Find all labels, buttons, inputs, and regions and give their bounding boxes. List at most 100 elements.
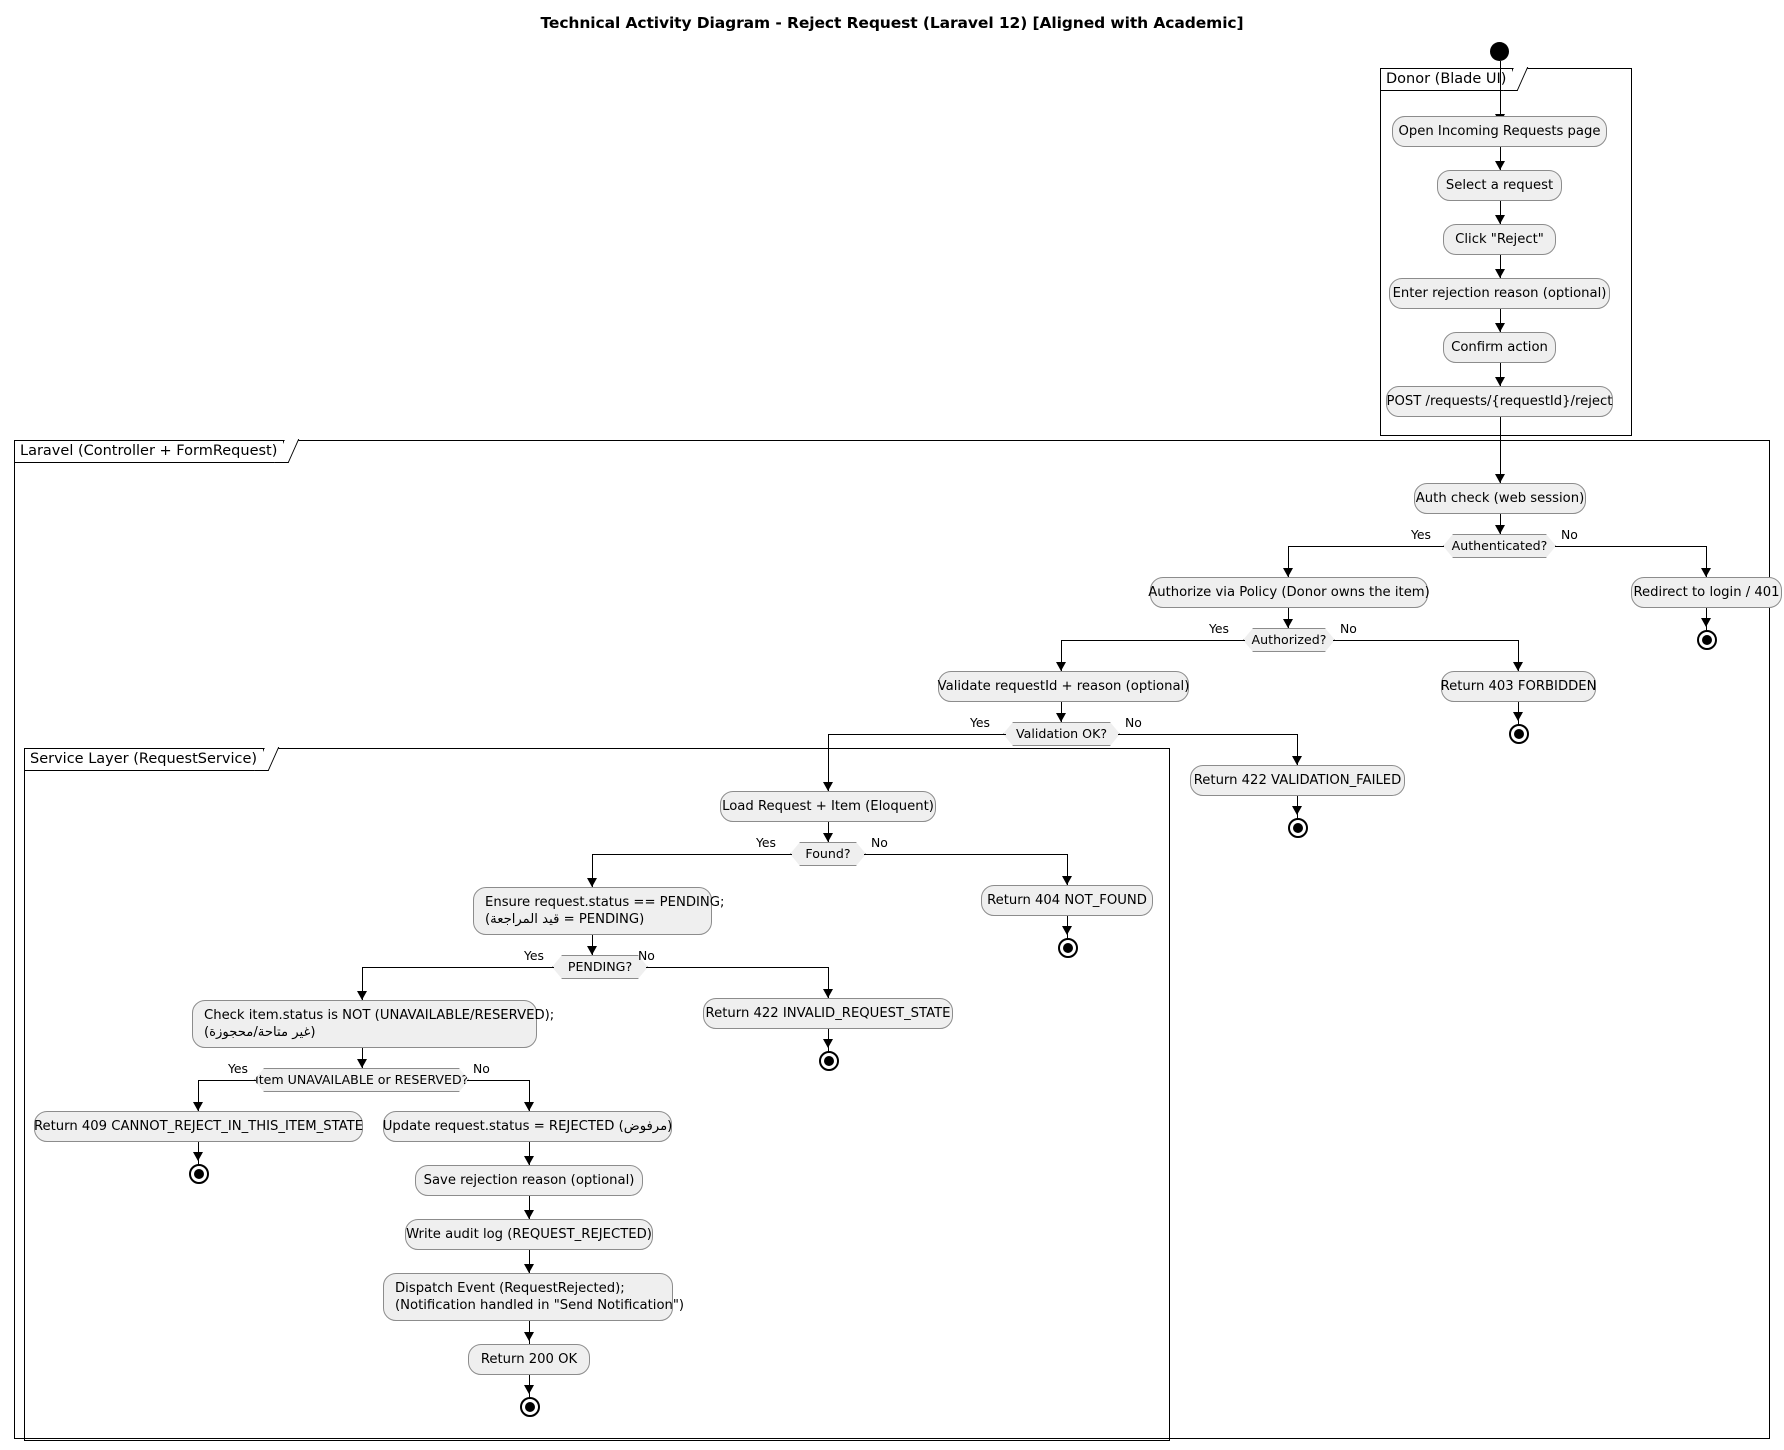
start-node (1490, 42, 1509, 61)
edge-update-to-save (529, 1142, 530, 1165)
arrow-head (1701, 618, 1711, 627)
partition-service: Service Layer (RequestService) (24, 748, 1170, 1441)
edge-label-yes: Yes (756, 835, 777, 850)
node-label: Redirect to login / 401 (1633, 585, 1780, 600)
node-return-403: Return 403 FORBIDDEN (1441, 671, 1596, 702)
edge-save-to-audit (529, 1196, 530, 1219)
edge-item-yes (198, 1080, 256, 1081)
node-click-reject: Click "Reject" (1443, 224, 1556, 255)
edge-label-no: No (473, 1061, 490, 1076)
decision-label: Authenticated? (1451, 538, 1548, 553)
arrow-head (524, 1385, 534, 1394)
edge-label-yes: Yes (1411, 527, 1432, 542)
edge-found-yes-down (592, 854, 593, 887)
end-node-validation-failed (1288, 818, 1308, 838)
node-open-incoming-requests: Open Incoming Requests page (1392, 116, 1607, 147)
arrow-head (1494, 525, 1505, 534)
node-return-200-ok: Return 200 OK (468, 1344, 590, 1375)
edge-label-yes: Yes (524, 948, 545, 963)
partition-donor-label: Donor (Blade UI) (1381, 69, 1514, 91)
arrow-head (193, 1152, 203, 1161)
node-return-422-validation-failed: Return 422 VALIDATION_FAILED (1190, 765, 1405, 796)
edge-audit-to-dispatch (529, 1250, 530, 1273)
edge-authorized-yes (1061, 640, 1245, 641)
node-label: Update request.status = REJECTED (مرفوض) (382, 1119, 673, 1134)
edge-authenticated-no-down (1706, 546, 1707, 577)
edge-label-no: No (1561, 527, 1578, 542)
edge-label-no: No (1125, 715, 1142, 730)
edge-validation-yes-down (828, 734, 829, 791)
arrow-head (1494, 474, 1505, 483)
decision-label: PENDING? (567, 959, 633, 974)
decision-authorized: Authorized? (1243, 628, 1335, 652)
end-node-invalid-state (819, 1051, 839, 1071)
node-label-line2: (PENDING = قيد المراجعة) (485, 912, 645, 927)
node-label: Open Incoming Requests page (1398, 124, 1601, 139)
decision-pending: PENDING? (552, 955, 648, 979)
edge-validation-no (1118, 734, 1298, 735)
node-confirm-action: Confirm action (1443, 332, 1556, 363)
arrow-head (823, 782, 833, 791)
edge-label-yes: Yes (1209, 621, 1230, 636)
node-authorize-policy: Authorize via Policy (Donor owns the ite… (1148, 577, 1430, 608)
edge-found-no-down (1067, 854, 1068, 885)
node-label: Click "Reject" (1455, 232, 1544, 247)
arrow-head (823, 833, 833, 842)
arrow-head (524, 1210, 534, 1219)
decision-validation-ok: Validation OK? (1003, 722, 1120, 746)
node-label-line1: Ensure request.status == PENDING; (485, 895, 725, 910)
edge-authorized-yes-down (1061, 640, 1062, 671)
node-label: Auth check (web session) (1415, 491, 1585, 506)
node-return-422-invalid-request-state: Return 422 INVALID_REQUEST_STATE (703, 998, 953, 1029)
node-label: Authorize via Policy (Donor owns the ite… (1148, 585, 1430, 600)
partition-laravel: Laravel (Controller + FormRequest) (14, 440, 1770, 1439)
edge-validation-no-down (1297, 734, 1298, 765)
node-label: Enter rejection reason (optional) (1392, 286, 1607, 301)
edge-validation-yes (828, 734, 1006, 735)
node-select-a-request: Select a request (1437, 170, 1562, 201)
decision-item-unavailable-or-reserved: Item UNAVAILABLE or RESERVED? (254, 1068, 469, 1092)
edge-authenticated-yes-down (1288, 546, 1289, 577)
decision-authenticated: Authenticated? (1443, 534, 1556, 558)
arrow-head (1283, 568, 1293, 577)
node-enter-rejection-reason: Enter rejection reason (optional) (1389, 278, 1610, 309)
decision-label: Item UNAVAILABLE or RESERVED? (255, 1072, 469, 1087)
decision-label: Found? (805, 846, 851, 861)
node-label-line1: Check item.status is NOT (UNAVAILABLE/RE… (204, 1008, 555, 1023)
partition-donor: Donor (Blade UI) (1380, 68, 1632, 436)
edge-load-to-found (828, 822, 829, 842)
node-update-request-status: Update request.status = REJECTED (مرفوض) (383, 1111, 672, 1142)
node-validate-request: Validate requestId + reason (optional) (938, 671, 1189, 702)
node-label: Confirm action (1451, 340, 1548, 355)
arrow-head (193, 1102, 203, 1111)
arrow-head (524, 1156, 534, 1165)
edge-found-no (864, 854, 1068, 855)
edge-found-yes (592, 854, 792, 855)
partition-service-label: Service Layer (RequestService) (25, 749, 265, 771)
arrow-head (1283, 619, 1293, 628)
node-check-item-status: Check item.status is NOT (UNAVAILABLE/RE… (192, 1000, 554, 1048)
node-label: Return 422 INVALID_REQUEST_STATE (705, 1006, 951, 1021)
decision-found: Found? (790, 842, 866, 866)
edge-authorize-to-authorized (1288, 608, 1289, 628)
page-title: Technical Activity Diagram - Reject Requ… (540, 14, 1244, 32)
node-auth-check: Auth check (web session) (1414, 483, 1586, 514)
arrow-head (1494, 161, 1505, 170)
node-label-line2: (Notification handled in "Send Notificat… (395, 1298, 685, 1313)
arrow-head (524, 1332, 534, 1341)
edge-validate-to-validation-ok (1061, 702, 1062, 722)
edge-authorized-no (1333, 640, 1519, 641)
edge-auth-to-authenticated (1499, 514, 1501, 534)
edge-authenticated-no (1555, 546, 1707, 547)
edge-label-no: No (638, 948, 655, 963)
node-dispatch-event: Dispatch Event (RequestRejected); (Notif… (383, 1273, 684, 1321)
edge-item-no (467, 1080, 530, 1081)
arrow-head (1056, 662, 1066, 671)
arrow-head (1701, 568, 1711, 577)
node-redirect-login-401: Redirect to login / 401 (1631, 577, 1782, 608)
arrow-head (1494, 269, 1505, 278)
arrow-head (357, 1059, 367, 1068)
arrow-head (587, 946, 597, 955)
node-label: Select a request (1445, 178, 1554, 193)
